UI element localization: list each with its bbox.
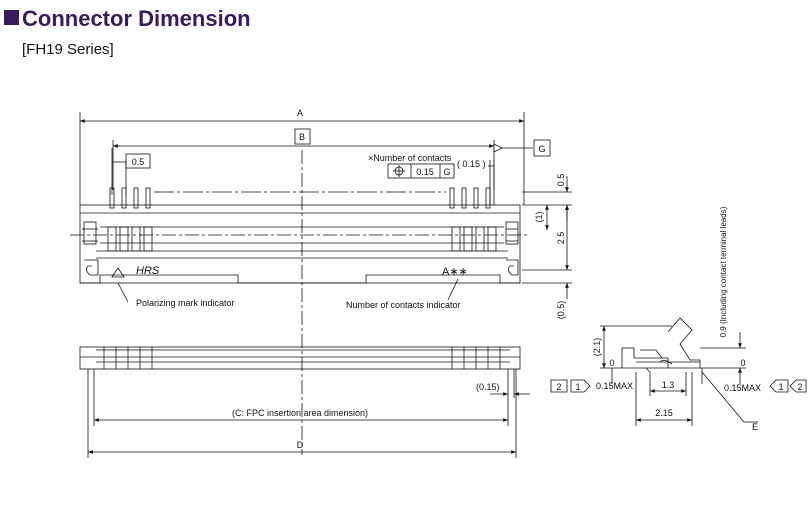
paren-015-top: ( 0.15 ) xyxy=(457,159,486,169)
tolerance-frame xyxy=(387,163,455,179)
series-label: [FH19 Series] xyxy=(22,41,114,58)
pitch-label: 0.5 xyxy=(132,157,145,167)
max-right-label: 0.15MAX xyxy=(724,383,761,393)
dim-215-label: 2.15 xyxy=(655,408,673,418)
max-left-label: 0.15MAX xyxy=(596,381,633,391)
top-pins-left xyxy=(109,187,151,209)
front-pins xyxy=(103,347,501,369)
title-square-icon xyxy=(4,10,19,25)
top-pins-right xyxy=(449,187,491,209)
hrs-logo: HRS xyxy=(136,265,160,277)
contacts-mark-text: A∗∗ xyxy=(442,266,468,278)
tolerance-ref: G xyxy=(443,167,450,177)
contacts-note: ×Number of contacts xyxy=(368,153,452,163)
flag-2-left: 2 xyxy=(556,382,561,392)
zero-right-label: 0 xyxy=(740,358,745,368)
dim-25-label: 2.5 xyxy=(556,232,566,245)
dim-21-label: (2.1) xyxy=(592,338,602,357)
datum-g-label: G xyxy=(538,144,545,154)
bottom-pins-right xyxy=(451,226,497,252)
dim-a-label: A xyxy=(297,108,303,118)
contacts-indicator-label: Number of contacts indicator xyxy=(346,300,461,310)
bottom-pins-left xyxy=(107,226,153,252)
dim-1-label: (1) xyxy=(534,211,544,222)
flag-1-left: 1 xyxy=(575,382,580,392)
e-label: E xyxy=(752,422,758,432)
connector-body-front xyxy=(79,346,521,370)
dim-d-label: D xyxy=(297,440,304,450)
dim-13-label: 1.3 xyxy=(662,380,675,390)
dim-c-label: (C: FPC insertion area dimension) xyxy=(232,408,368,418)
dim-09-label: 0.9 (Including contact terminal leads) xyxy=(719,206,728,337)
dim-05-paren-label: (0.5) xyxy=(556,301,566,320)
dim-b-box xyxy=(294,128,311,145)
flag-2-right: 2 xyxy=(797,382,802,392)
tolerance-value: 0.15 xyxy=(416,167,434,177)
polarizing-mark xyxy=(111,267,125,278)
page-title: Connector Dimension xyxy=(4,8,251,30)
dim-05-label: 0.5 xyxy=(556,174,566,187)
datum-g-box xyxy=(533,139,551,157)
dim-b-label: B xyxy=(299,132,305,142)
title-text: Connector Dimension xyxy=(22,6,251,31)
polarizing-label: Polarizing mark indicator xyxy=(136,298,235,308)
dim-015-front: (0.15) xyxy=(476,382,500,392)
flag-1-right: 1 xyxy=(778,382,783,392)
zero-left-label: 0 xyxy=(609,358,614,368)
